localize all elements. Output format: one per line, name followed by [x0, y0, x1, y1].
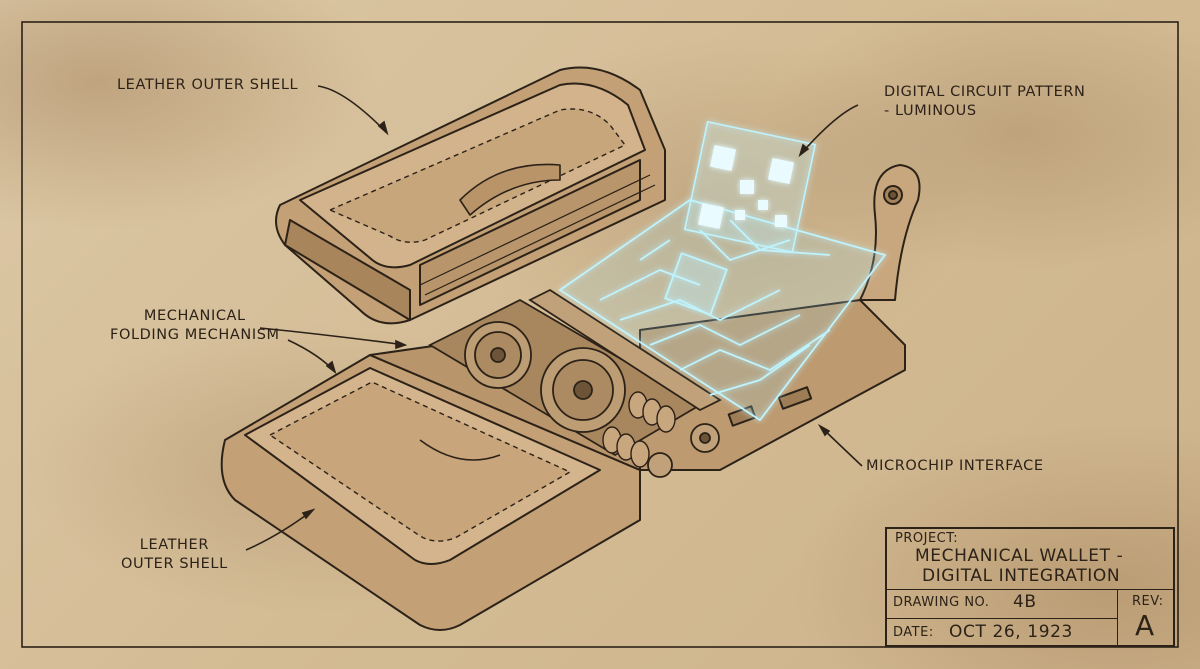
drawing-border [21, 21, 1179, 648]
title-block-drawing-row: DRAWING NO. 4B [887, 589, 1118, 619]
rev-label: REV: [1132, 594, 1164, 609]
project-title-line1: MECHANICAL WALLET - [915, 546, 1124, 566]
label-digital-circuit: DIGITAL CIRCUIT PATTERN - LUMINOUS [884, 83, 1085, 121]
date-value: OCT 26, 1923 [949, 622, 1073, 642]
rev-value: A [1135, 609, 1155, 642]
folding-mechanism [428, 288, 722, 478]
label-mechanical-folding-line2: FOLDING MECHANISM [110, 327, 280, 343]
label-bottom-leather-shell-line2: OUTER SHELL [121, 556, 228, 572]
title-block-project-row: PROJECT: MECHANICAL WALLET - DIGITAL INT… [887, 529, 1173, 590]
date-label: DATE: [893, 625, 934, 640]
bottom-leather-shell [220, 344, 641, 631]
label-mechanical-folding-line1: MECHANICAL [143, 308, 246, 324]
label-microchip-interface: MICROCHIP INTERFACE [866, 458, 1044, 474]
title-block: PROJECT: MECHANICAL WALLET - DIGITAL INT… [885, 527, 1175, 647]
luminous-circuit-card [558, 199, 887, 422]
label-digital-circuit-line1: DIGITAL CIRCUIT PATTERN [884, 84, 1086, 100]
leader-arrows [245, 85, 863, 551]
project-label: PROJECT: [895, 531, 959, 546]
label-mechanical-folding: MECHANICAL FOLDING MECHANISM [110, 307, 280, 345]
label-bottom-leather-shell: LEATHER OUTER SHELL [121, 536, 228, 574]
label-digital-circuit-line2: - LUMINOUS [884, 103, 977, 119]
qr-code [683, 120, 817, 254]
drawing-no-label: DRAWING NO. [893, 595, 990, 610]
top-leather-shell [275, 66, 666, 325]
drawing-no-value: 4B [1013, 592, 1037, 612]
title-block-rev-cell: REV: A [1118, 589, 1175, 647]
title-block-date-row: DATE: OCT 26, 1923 [887, 618, 1118, 647]
project-title-line2: DIGITAL INTEGRATION [922, 566, 1121, 586]
label-bottom-leather-shell-line1: LEATHER [139, 537, 209, 553]
label-top-leather-shell: LEATHER OUTER SHELL [117, 77, 299, 93]
